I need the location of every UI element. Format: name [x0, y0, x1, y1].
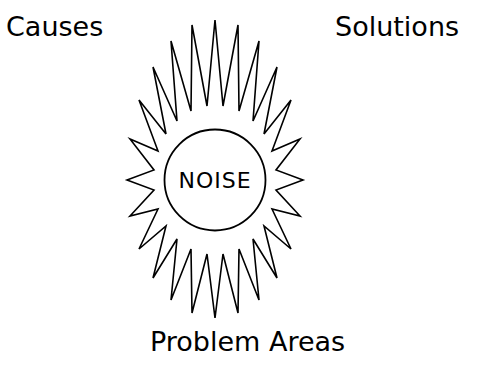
category-label: Problem Areas — [150, 327, 345, 357]
category-label: Solutions — [335, 12, 459, 42]
category-label: Causes — [6, 12, 103, 42]
circle — [165, 130, 266, 231]
node-title: NOISE — [178, 168, 251, 193]
noise-circle: NOISE — [163, 128, 267, 232]
starburst — [127, 20, 303, 318]
